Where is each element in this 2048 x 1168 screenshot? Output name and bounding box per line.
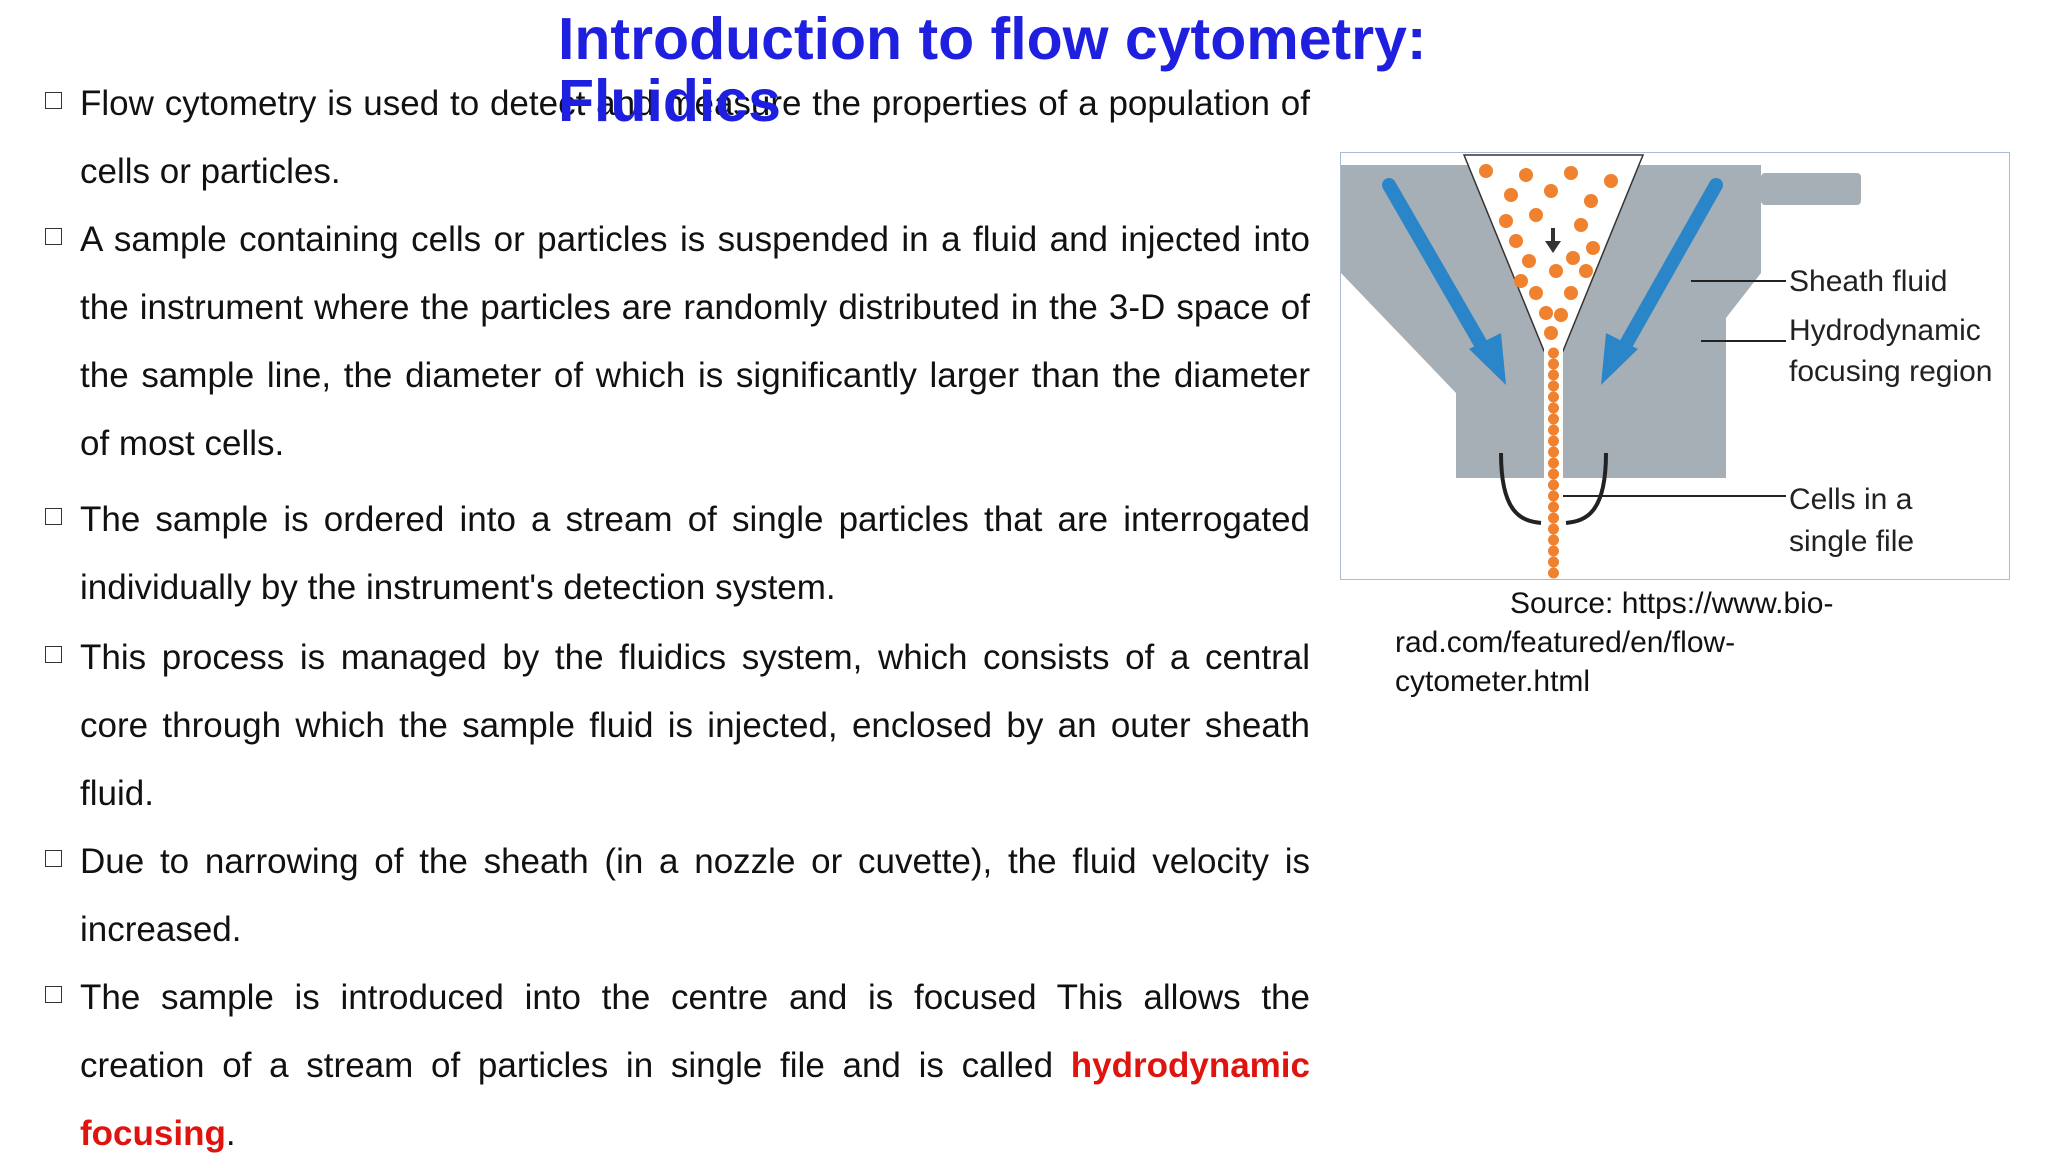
cell-dot [1548,479,1559,491]
cell-dot [1504,188,1518,202]
cell-dot [1548,413,1559,425]
cell-dot [1579,264,1593,278]
cell-dot [1548,468,1559,480]
cell-dot [1548,358,1559,370]
cell-dot [1548,523,1559,535]
bullet-item: The sample is introduced into the centre… [45,964,1310,1168]
caption-line: cytometer.html [1395,665,1591,698]
bullet-text: Flow cytometry is used to detect and mea… [80,84,1310,191]
label-single-file: single file [1789,525,1914,558]
cell-dot [1499,214,1513,228]
left-sheath-arrow-head-icon [1469,333,1506,385]
right-sheath-arrow-head-icon [1601,333,1638,385]
cell-dot [1548,424,1559,436]
cells-group [1479,164,1618,579]
bullet-item: This process is managed by the fluidics … [45,624,1310,828]
cell-dot [1548,380,1559,392]
cell-dot [1548,391,1559,403]
highlight-term: hydrodynamic focusing [80,1046,1310,1153]
side-port [1761,173,1861,205]
bullet-text: The sample is ordered into a stream of s… [80,500,1310,607]
cell-dot [1554,308,1568,322]
cell-dot [1544,326,1558,340]
cell-dot [1548,457,1559,469]
label-hydrodynamic: Hydrodynamic [1789,314,1981,347]
core-tube-outline [1499,452,1608,525]
cell-dot [1479,164,1493,178]
slide-title: Introduction to flow cytometry: Fluidics [558,6,1427,134]
bullet-item: Due to narrowing of the sheath (in a noz… [45,828,1310,964]
right-sheath-arrow-shaft [1614,178,1723,360]
cell-dot [1564,286,1578,300]
cell-dot [1544,184,1558,198]
label-cells-in-a: Cells in a [1789,483,1913,516]
cell-dot [1539,306,1553,320]
cell-dot [1549,264,1563,278]
bullet-text: A sample containing cells or particles i… [80,220,1310,463]
cell-dot [1584,194,1598,208]
sheath-flow-arrows [1382,178,1723,385]
cell-dot [1548,446,1559,458]
checkbox-bullet-icon [45,92,62,109]
flow-cell-svg: Sheath fluid Hydrodynamic focusing regio… [1341,154,1992,579]
cell-dot [1548,534,1559,546]
bullet-item: A sample containing cells or particles i… [45,206,1310,478]
cell-dot [1564,166,1578,180]
cell-dot [1548,347,1559,359]
label-sheath-fluid: Sheath fluid [1789,265,1947,298]
cell-dot [1548,369,1559,381]
checkbox-bullet-icon [45,850,62,867]
cell-dot [1522,254,1536,268]
leader-lines [1563,280,1786,497]
cell-dot [1548,567,1559,579]
bullet-item: Flow cytometry is used to detect and mea… [45,70,1310,206]
bullet-text: The sample is introduced into the centre… [80,978,1310,1085]
cell-dot [1604,174,1618,188]
label-focusing-region: focusing region [1789,355,1992,388]
cell-dot [1548,490,1559,502]
checkbox-bullet-icon [45,986,62,1003]
flow-arrow-head-icon [1545,241,1561,253]
cell-dot [1529,286,1543,300]
bullet-text-tail: . [225,1114,236,1153]
cell-dot [1566,251,1580,265]
cell-dot [1548,435,1559,447]
bullet-item: The sample is ordered into a stream of s… [45,486,1310,622]
bullet-text: This process is managed by the fluidics … [80,638,1310,813]
checkbox-bullet-icon [45,646,62,663]
cell-dot [1548,545,1559,557]
cell-dot [1519,168,1533,182]
left-sheath-arrow-shaft [1382,178,1493,360]
cell-dot [1514,274,1528,288]
cell-dot [1586,241,1600,255]
flow-cell-diagram: Sheath fluid Hydrodynamic focusing regio… [1340,152,2010,580]
caption-line: rad.com/featured/en/flow- [1395,626,1736,659]
bullet-text: Due to narrowing of the sheath (in a noz… [80,842,1310,949]
checkbox-bullet-icon [45,508,62,525]
caption-line: Source: https://www.bio- [1510,587,1834,620]
cell-dot [1509,234,1523,248]
cell-dot [1548,402,1559,414]
cell-dot [1574,218,1588,232]
figure-caption: Source: https://www.bio- rad.com/feature… [1395,584,1915,701]
cell-dot [1548,501,1559,513]
cell-dot [1548,512,1559,524]
checkbox-bullet-icon [45,228,62,245]
cell-dot [1548,556,1559,568]
bullet-list: Flow cytometry is used to detect and mea… [45,70,1310,1168]
cell-dot [1529,208,1543,222]
